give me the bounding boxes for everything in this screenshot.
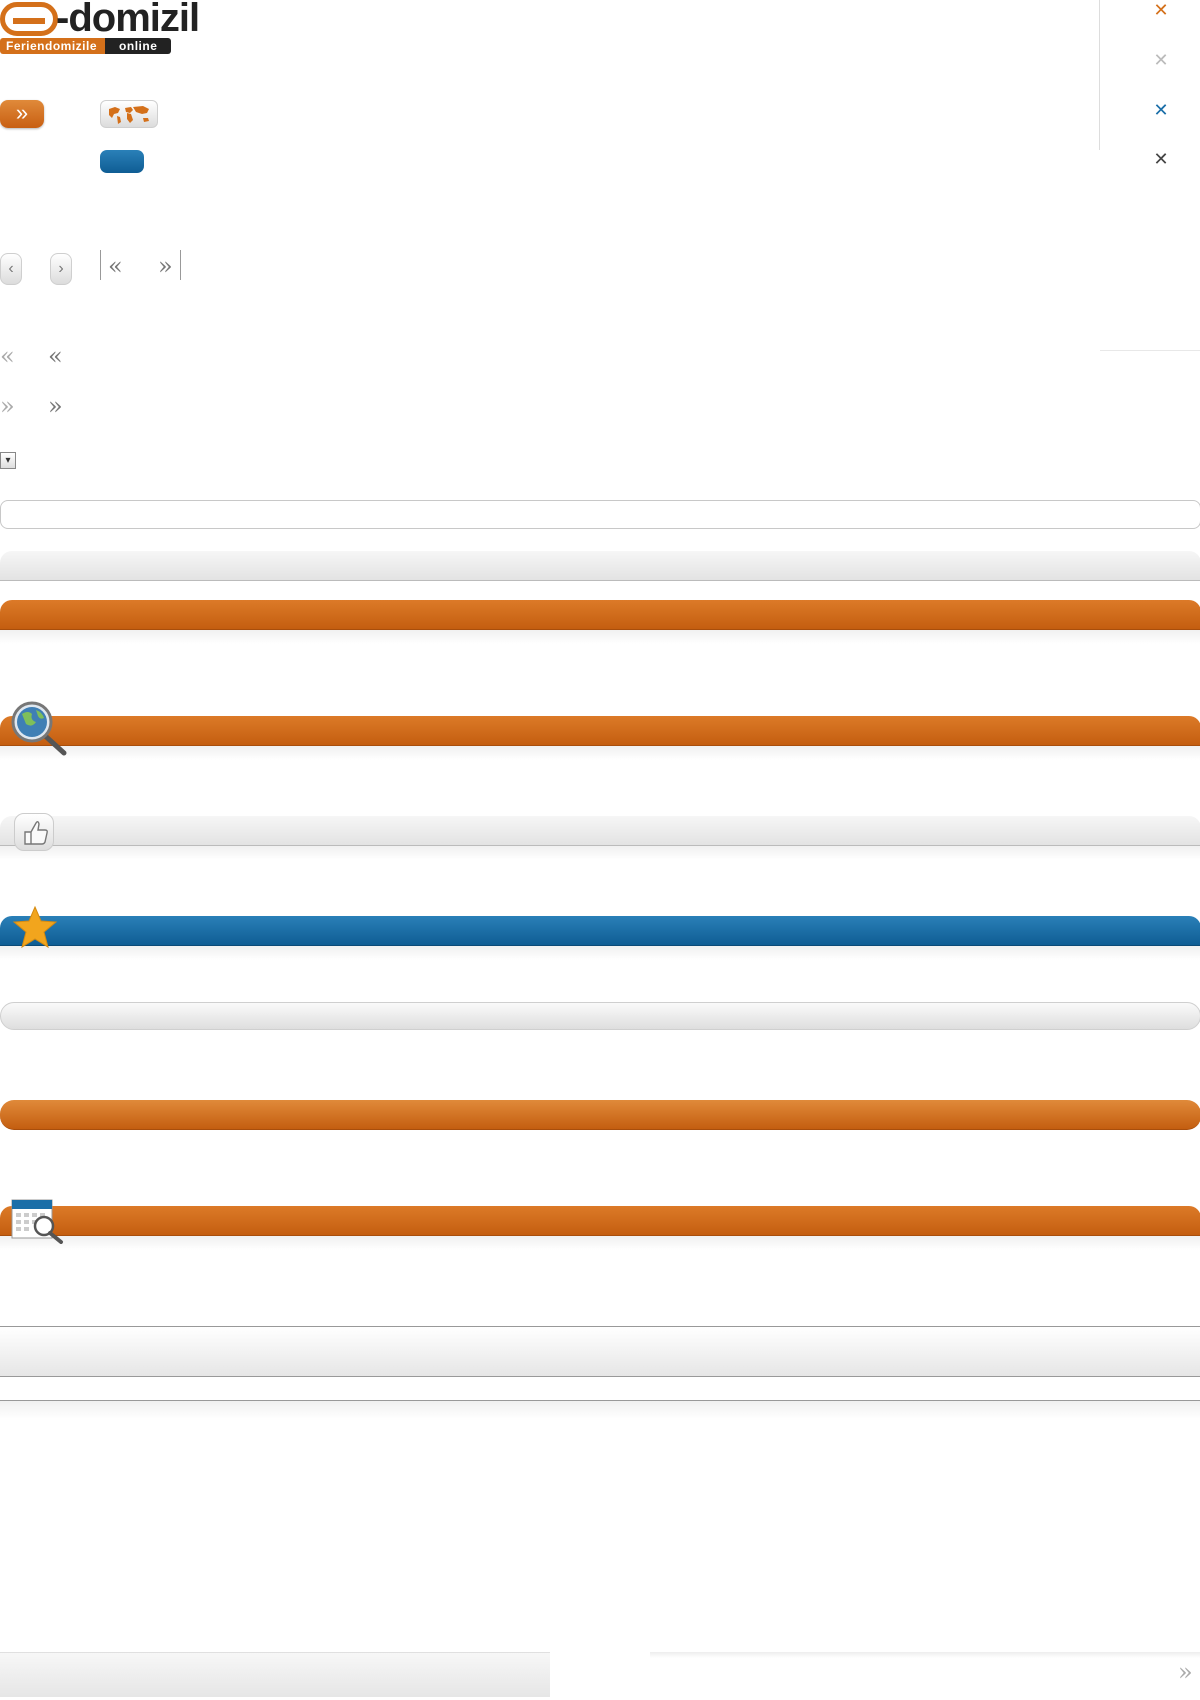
bar-shadow xyxy=(0,1401,1200,1419)
forward-link[interactable]: » xyxy=(48,392,63,420)
logo-brand-text: -domizil xyxy=(56,0,200,40)
orange-header-bar xyxy=(0,600,1200,630)
orange-bar xyxy=(0,1100,1200,1130)
text-input[interactable] xyxy=(0,500,1200,529)
favorites-header-bar xyxy=(0,916,1200,946)
divider-line xyxy=(0,1326,1200,1327)
bar-shadow xyxy=(0,1236,1200,1250)
divider-line xyxy=(0,1400,1200,1401)
prev-button[interactable]: ‹ xyxy=(0,253,22,285)
orange-next-button[interactable]: » xyxy=(0,100,44,128)
pager-left-divider xyxy=(100,250,101,280)
globe-search-icon xyxy=(11,701,67,756)
forward-link-light[interactable]: » xyxy=(0,392,15,420)
pager-last-link[interactable]: » xyxy=(158,252,173,280)
back-link-light[interactable]: « xyxy=(0,342,15,370)
right-separator xyxy=(1100,350,1200,351)
logo[interactable]: -domizil Feriendomizile online xyxy=(0,0,206,56)
next-button[interactable]: › xyxy=(50,253,72,285)
footer-next-link[interactable]: » xyxy=(1178,1658,1193,1686)
logo-tagline: Feriendomizile online xyxy=(0,38,172,54)
close-icon-blue[interactable]: ✕ xyxy=(1153,100,1169,120)
calendar-search-header-bar xyxy=(0,1206,1200,1236)
bar-shadow xyxy=(0,746,1200,760)
thumbs-up-icon xyxy=(14,813,54,851)
calendar-search-icon xyxy=(11,1199,63,1244)
close-icon-dark[interactable]: ✕ xyxy=(1153,149,1169,169)
world-map-button[interactable] xyxy=(100,100,158,128)
logo-tagline-left: Feriendomizile xyxy=(0,38,106,54)
bar-shadow xyxy=(0,630,1200,644)
back-link[interactable]: « xyxy=(48,342,63,370)
close-icon-orange[interactable]: ✕ xyxy=(1153,0,1169,20)
pager-right-divider xyxy=(180,250,181,280)
search-header-bar xyxy=(0,716,1200,746)
star-icon xyxy=(12,905,58,949)
pager-first-link[interactable]: « xyxy=(108,252,123,280)
dropdown-select[interactable]: ▾ xyxy=(0,452,16,469)
gray-header-bar xyxy=(0,551,1200,581)
right-divider xyxy=(1099,0,1100,150)
bar-shadow xyxy=(0,946,1200,960)
close-icon-gray[interactable]: ✕ xyxy=(1153,50,1169,70)
divider-line xyxy=(0,1376,1200,1377)
logo-tagline-right: online xyxy=(105,38,172,54)
world-map-icon xyxy=(109,106,149,124)
bar-shadow xyxy=(0,846,1200,860)
logo-e-mark xyxy=(0,2,58,36)
gray-table-header xyxy=(0,1327,1200,1376)
blue-button[interactable] xyxy=(100,150,144,173)
footer-shade xyxy=(650,1652,1200,1658)
footer-panel xyxy=(0,1652,550,1697)
recommend-header-bar xyxy=(0,816,1200,846)
gray-bar xyxy=(0,1002,1200,1030)
